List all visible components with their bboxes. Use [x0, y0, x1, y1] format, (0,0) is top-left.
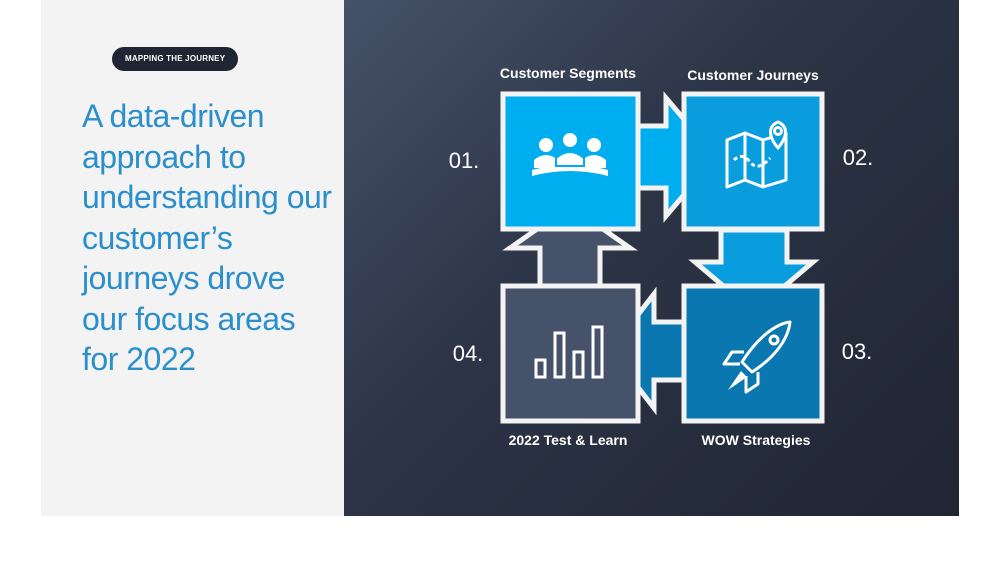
step-box-2 — [681, 91, 825, 232]
map-pin-icon — [725, 120, 788, 189]
step-number-3: 03. — [842, 339, 873, 364]
step-label-3: WOW Strategies — [702, 432, 811, 448]
step-number-2: 02. — [843, 145, 874, 170]
right-panel: Customer Segments Customer Journeys WOW … — [344, 0, 959, 516]
step-number-1: 01. — [449, 148, 480, 173]
bar-chart-icon — [534, 325, 604, 379]
step-number-4: 04. — [453, 341, 484, 366]
step-box-4 — [500, 283, 641, 424]
left-panel: MAPPING THE JOURNEY A data-driven approa… — [41, 0, 344, 516]
step-label-4: 2022 Test & Learn — [509, 432, 628, 448]
people-group-icon — [532, 131, 608, 176]
section-badge: MAPPING THE JOURNEY — [112, 47, 239, 71]
journey-cycle-diagram: Customer Segments Customer Journeys WOW … — [449, 65, 874, 448]
headline: A data-driven approach to understanding … — [82, 98, 332, 377]
step-box-3 — [681, 283, 825, 424]
step-label-1: Customer Segments — [500, 65, 636, 81]
step-label-2: Customer Journeys — [687, 67, 819, 83]
rocket-icon — [722, 320, 792, 394]
